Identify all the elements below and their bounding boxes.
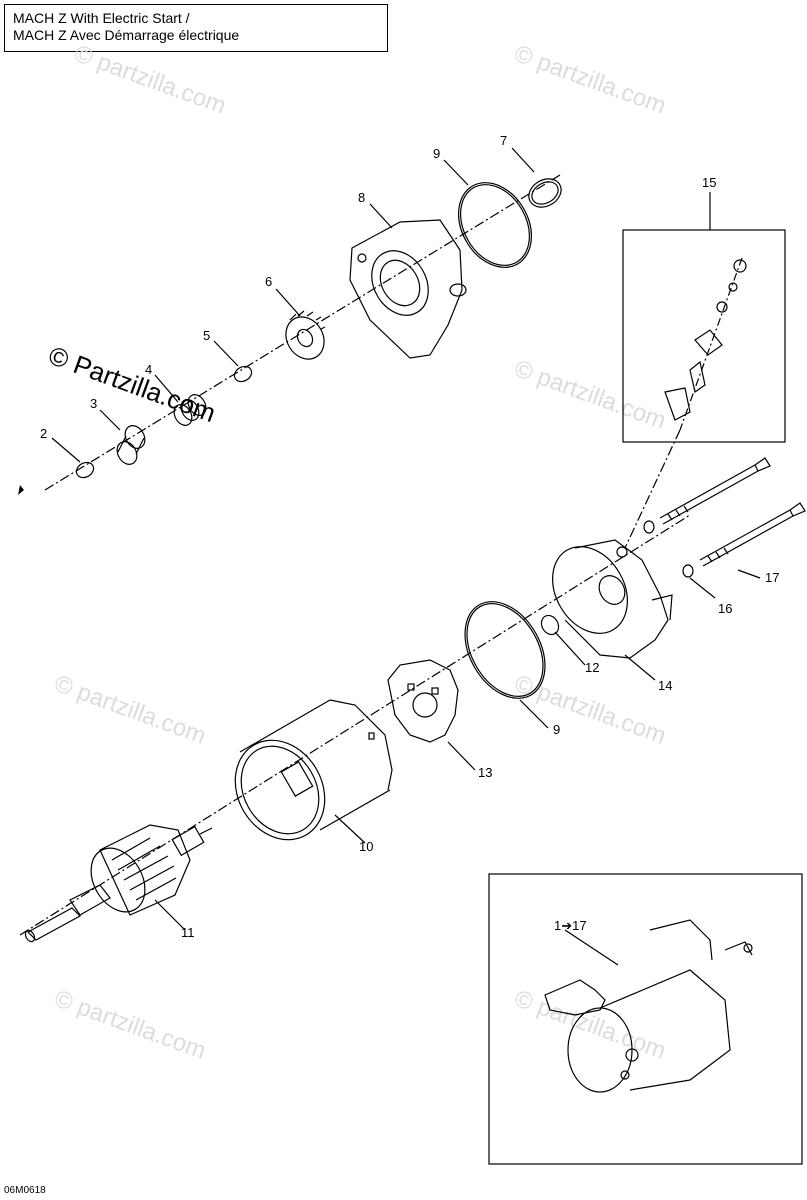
part-6-pinion (285, 310, 326, 360)
part-5-ring (233, 365, 253, 383)
part-14-end-cover (552, 539, 673, 659)
part-8-drive-housing (349, 219, 467, 359)
part-11-armature (24, 824, 213, 943)
callout-16: 16 (718, 601, 733, 616)
part-9-oring-upper (458, 182, 532, 268)
inset-box-part-15 (622, 229, 786, 443)
part-17-bolt (699, 502, 806, 567)
callout-10: 10 (359, 839, 374, 854)
inset-box-assembled (488, 873, 803, 1165)
part-13-brush-plate (387, 659, 459, 743)
inset-link (624, 429, 681, 549)
part-16-washer (682, 564, 694, 578)
part-4-spring (173, 394, 207, 426)
diagram-title-box: MACH Z With Electric Start / MACH Z Avec… (4, 4, 388, 52)
callout-17: 17 (765, 570, 780, 585)
part-9-oring-lower (464, 601, 546, 699)
diagram-code: 06M0618 (4, 1185, 46, 1196)
part-15-terminal-kit (664, 257, 747, 431)
assembled-starter (544, 919, 753, 1093)
part-3-bushing (116, 425, 146, 465)
part-17-bolt (659, 457, 771, 525)
part-10-frame (234, 699, 393, 841)
callout-3: 3 (90, 396, 98, 411)
callout-14: 14 (658, 678, 673, 693)
callout-6: 6 (265, 274, 273, 289)
callout-9-lower: 9 (553, 722, 561, 737)
axis-arrow (18, 485, 24, 495)
callout-9-upper: 9 (433, 146, 441, 161)
upper-axis (44, 174, 561, 491)
callout-4: 4 (145, 362, 153, 377)
callout-8: 8 (358, 190, 366, 205)
callout-2: 2 (40, 426, 48, 441)
callout-5: 5 (203, 328, 211, 343)
part-16-washer (643, 520, 655, 534)
callout-15: 15 (702, 175, 717, 190)
callout-13: 13 (478, 765, 493, 780)
callout-12: 12 (585, 660, 600, 675)
title-line-french: MACH Z Avec Démarrage électrique (13, 27, 240, 43)
part-2-ring (75, 461, 95, 479)
part-12-washer (540, 614, 560, 636)
part-7-ring (528, 178, 562, 208)
callout-7: 7 (500, 133, 508, 148)
lower-axis (19, 514, 691, 936)
callout-11: 11 (181, 925, 195, 940)
title-line-english: MACH Z With Electric Start / (13, 10, 190, 26)
assembly-callout: 1➔17 (554, 918, 587, 933)
